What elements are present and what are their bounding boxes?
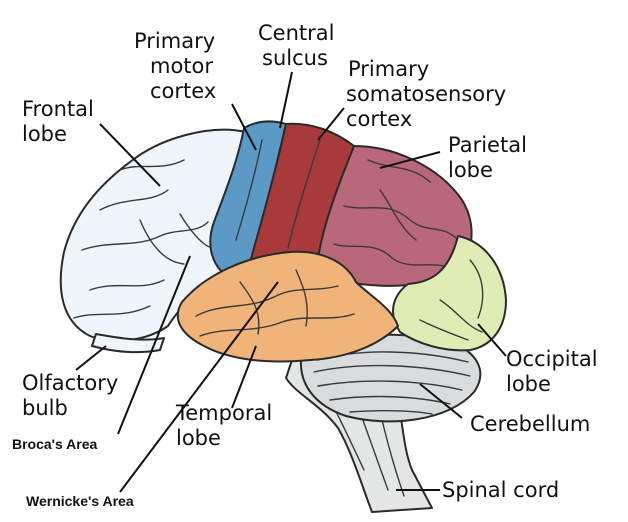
label-wernickes-area: Wernicke's Area: [26, 493, 134, 509]
label-frontal-lobe: Frontal lobe: [22, 97, 101, 146]
leader-primary-motor-cortex: [231, 103, 257, 151]
label-cerebellum: Cerebellum: [470, 412, 590, 436]
leader-parietal-lobe: [379, 151, 441, 169]
leader-occipital-lobe: [477, 323, 507, 357]
leader-temporal-lobe: [231, 345, 257, 409]
leader-olfactory-bulb: [75, 345, 107, 371]
label-olfactory-bulb: Olfactory bulb: [22, 371, 125, 420]
label-brocas-area: Broca's Area: [12, 436, 98, 452]
leader-frontal-lobe: [99, 123, 161, 187]
label-primary-somatosensory-cortex: Primary somatosensory cortex: [346, 57, 513, 131]
leader-cerebellum: [419, 383, 463, 419]
label-temporal-lobe: Temporal lobe: [175, 401, 279, 450]
leader-brocas-area: [117, 255, 191, 435]
leader-wernickes-area: [119, 281, 279, 493]
leader-primary-somatosensory-cortex: [317, 107, 345, 141]
label-primary-motor-cortex: Primary motor cortex: [134, 29, 222, 103]
label-spinal-cord: Spinal cord: [442, 478, 559, 502]
label-parietal-lobe: Parietal lobe: [448, 133, 534, 182]
occipital-lobe-shape: [392, 235, 507, 352]
olfactory-bulb-shape: [91, 333, 165, 354]
leader-central-sulcus: [279, 71, 293, 129]
label-central-sulcus: Central sulcus: [258, 21, 341, 70]
label-occipital-lobe: Occipital lobe: [506, 347, 604, 396]
temporal-lobe-shape: [176, 250, 399, 363]
